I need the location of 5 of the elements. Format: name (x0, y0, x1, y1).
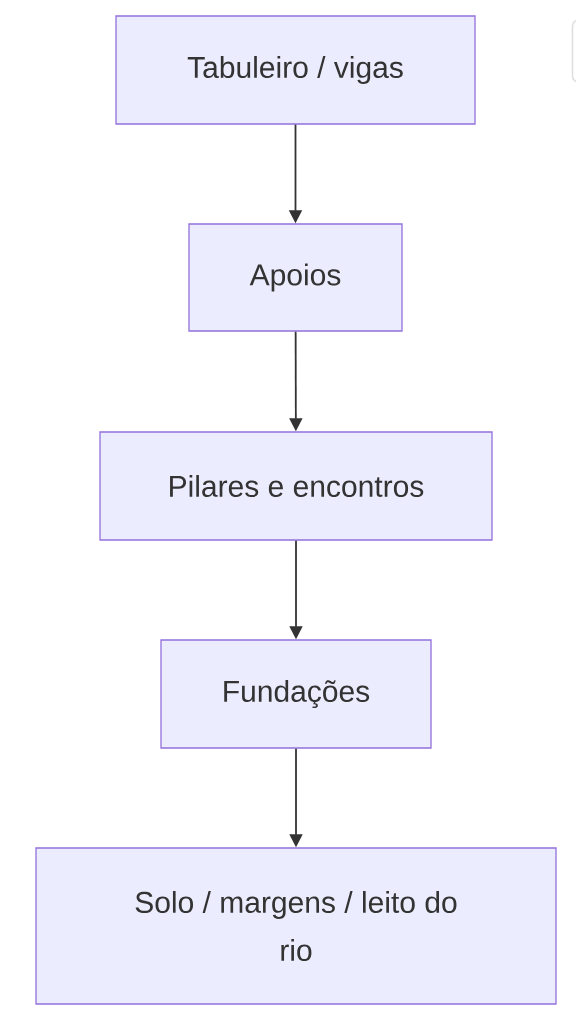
process-box: Solo / margens / leito do rio (35, 847, 557, 1005)
process-box: Pilares e encontros (99, 431, 493, 541)
process-box: Tabuleiro / vigas (115, 15, 476, 125)
process-box: Fundações (160, 639, 432, 749)
process-box: Apoios (188, 223, 403, 332)
